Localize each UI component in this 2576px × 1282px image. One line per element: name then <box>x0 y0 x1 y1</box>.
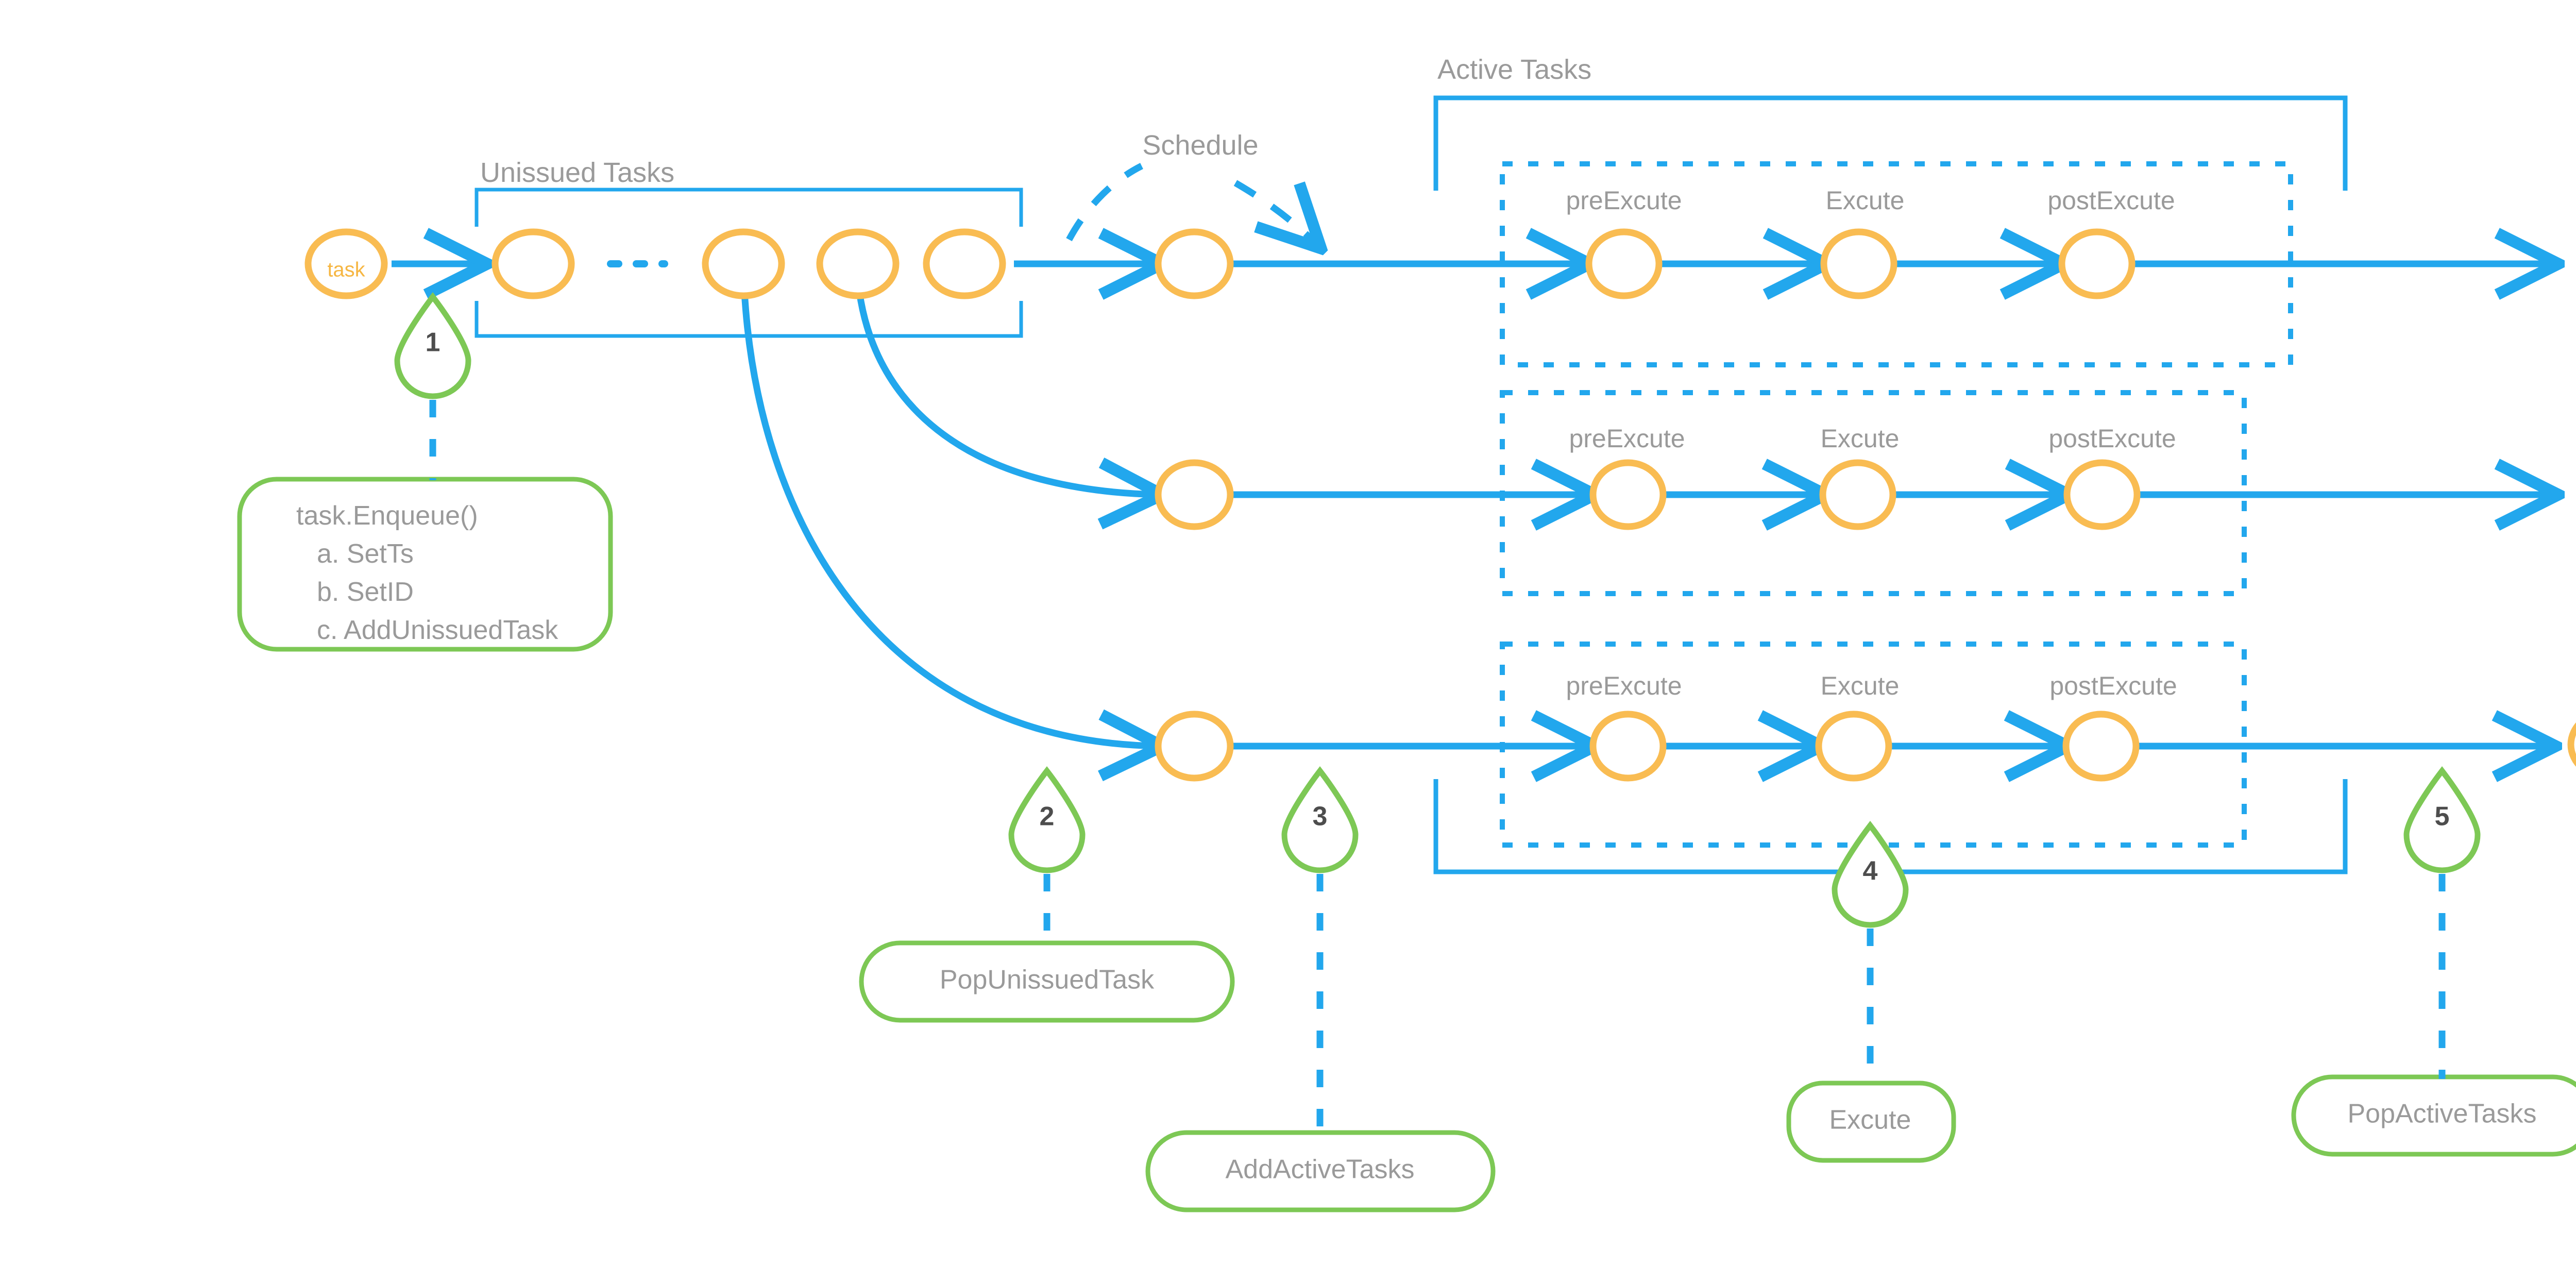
callout-excute-label: Excute <box>1829 1105 1911 1135</box>
marker-5-shape[interactable] <box>2403 766 2481 873</box>
node-row3-postexcute[interactable] <box>2062 711 2140 782</box>
node-row2-postexcute[interactable] <box>2063 459 2141 530</box>
schedule-arc-left <box>1066 163 1143 242</box>
callout-enqueue-title: task.Enqueue() <box>296 501 478 531</box>
row2-preexcute-label: preExcute <box>1569 424 1685 453</box>
marker-2-shape[interactable] <box>1008 766 1086 873</box>
unissued-tasks-bracket-bottom <box>474 301 1023 338</box>
marker-4-shape[interactable] <box>1832 821 1909 928</box>
active-tasks-label: Active Tasks <box>1437 54 1591 85</box>
row3-excute-label: Excute <box>1821 671 1900 700</box>
node-unissued-4[interactable] <box>923 228 1006 299</box>
marker-3-number: 3 <box>1313 802 1328 832</box>
callout-enqueue-box[interactable] <box>237 477 613 652</box>
row3-postexcute-label: postExcute <box>2049 671 2177 700</box>
node-task-source-label: task <box>327 259 365 281</box>
step-markers <box>394 292 2481 928</box>
node-row1-postexcute[interactable] <box>2058 228 2136 299</box>
unissued-tasks-label: Unissued Tasks <box>480 157 674 188</box>
node-scheduled-row1[interactable] <box>1155 228 1234 299</box>
row1-excute-label: Excute <box>1826 186 1905 215</box>
marker-2-number: 2 <box>1040 802 1055 832</box>
row2-postexcute-label: postExcute <box>2048 424 2176 453</box>
edge-branch-row2 <box>856 291 1159 495</box>
schedule-arcs <box>1066 163 1319 246</box>
node-scheduled-row2[interactable] <box>1155 459 1234 530</box>
callout-pop-unissued-label: PopUnissuedTask <box>940 965 1155 995</box>
marker-5-number: 5 <box>2435 802 2450 832</box>
node-scheduled-row3[interactable] <box>1155 711 1234 782</box>
node-unissued-1[interactable] <box>492 228 575 299</box>
active-tasks-bracket-path <box>1433 95 2348 191</box>
callout-enqueue-step-a: a. SetTs <box>317 539 414 569</box>
node-row3-excute[interactable] <box>1815 711 1892 782</box>
callout-leaders <box>429 361 2446 1134</box>
marker-3-shape[interactable] <box>1281 766 1359 873</box>
unissued-tasks-bracket-top <box>474 188 1023 227</box>
task-phase-box-row1 <box>1500 161 2293 367</box>
task-phase-box-row2 <box>1500 390 2247 596</box>
node-row1-preexcute[interactable] <box>1585 228 1663 299</box>
callout-add-active-box[interactable] <box>1145 1130 1496 1212</box>
callout-excute-box[interactable] <box>1786 1081 1956 1163</box>
node-task-source[interactable] <box>304 228 388 299</box>
row1-postexcute-label: postExcute <box>2047 186 2175 215</box>
node-row1-excute[interactable] <box>1820 228 1897 299</box>
node-row2-excute[interactable] <box>1819 459 1896 530</box>
schedule-label: Schedule <box>1142 130 1258 161</box>
callout-add-active-label: AddActiveTasks <box>1225 1155 1414 1185</box>
row3-preexcute-label: preExcute <box>1566 671 1682 700</box>
node-row3-preexcute[interactable] <box>1589 711 1667 782</box>
row1-preexcute-label: preExcute <box>1566 186 1682 215</box>
diagram-text: task Unissued Tasks Active Tasks Schedul… <box>296 54 2537 1185</box>
schedule-arc-right <box>1233 180 1319 246</box>
callout-enqueue-step-c: c. AddUnissuedTask <box>317 615 558 645</box>
callout-pop-active-label: PopActiveTasks <box>2347 1099 2536 1129</box>
marker-1-number: 1 <box>426 328 440 358</box>
node-unissued-3[interactable] <box>816 228 900 299</box>
marker-1-shape[interactable] <box>394 292 471 399</box>
callout-shapes <box>237 477 2576 1212</box>
callout-enqueue-step-b: b. SetID <box>317 577 414 607</box>
node-unissued-2[interactable] <box>702 228 785 299</box>
edge-branch-row3 <box>741 291 1159 746</box>
callout-pop-unissued-box[interactable] <box>859 940 1235 1023</box>
marker-4-number: 4 <box>1863 856 1878 886</box>
row2-excute-label: Excute <box>1821 424 1900 453</box>
flow-edges <box>392 264 2555 746</box>
brackets <box>474 188 1023 338</box>
task-nodes <box>304 228 2576 782</box>
node-row2-preexcute[interactable] <box>1589 459 1667 530</box>
node-done-row3[interactable] <box>2567 711 2576 779</box>
